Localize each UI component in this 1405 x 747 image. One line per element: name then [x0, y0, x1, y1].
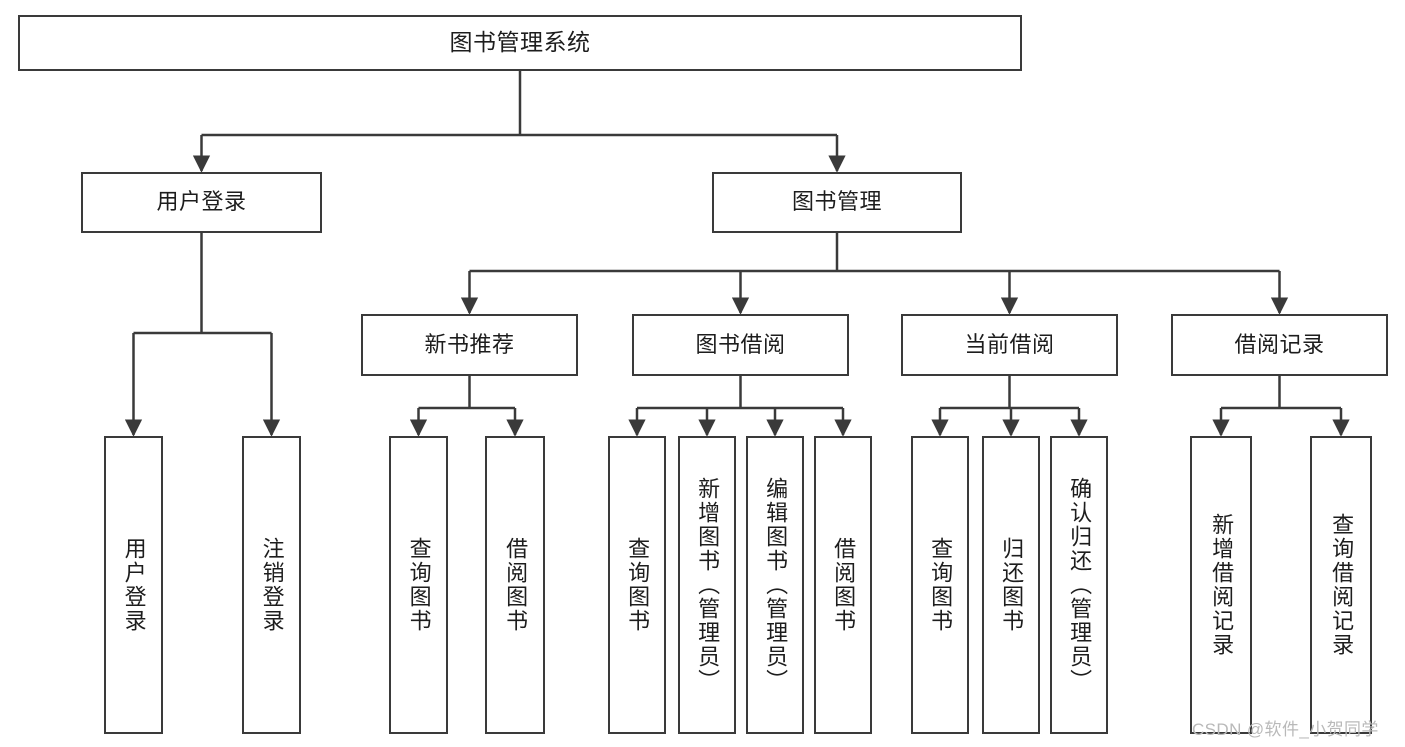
node-l1_0[interactable]: 用户登录	[81, 172, 322, 233]
node-l3_8[interactable]: 查询图书	[911, 436, 969, 734]
node-label: 归还图书	[999, 537, 1025, 633]
node-label: 用户登录	[121, 537, 147, 633]
node-label: 当前借阅	[964, 331, 1055, 357]
node-l3_11[interactable]: 新增借阅记录	[1190, 436, 1252, 734]
node-root[interactable]: 图书管理系统	[18, 15, 1022, 71]
node-label: 用户登录	[156, 189, 247, 215]
node-l3_10[interactable]: 确认归还（管理员）	[1050, 436, 1108, 734]
node-l2_1[interactable]: 图书借阅	[632, 314, 849, 376]
node-l3_9[interactable]: 归还图书	[982, 436, 1040, 734]
node-label: 编辑图书（管理员）	[763, 477, 789, 693]
node-l3_12[interactable]: 查询借阅记录	[1310, 436, 1372, 734]
node-l2_0[interactable]: 新书推荐	[361, 314, 578, 376]
node-label: 图书借阅	[695, 331, 786, 357]
node-label: 图书管理系统	[449, 29, 591, 56]
node-l3_7[interactable]: 借阅图书	[814, 436, 872, 734]
csdn-watermark: CSDN @软件_小贺同学	[1192, 720, 1379, 739]
node-label: 查询图书	[625, 537, 651, 633]
node-label: 借阅记录	[1234, 331, 1325, 357]
node-label: 新增图书（管理员）	[695, 477, 721, 693]
node-l3_6[interactable]: 编辑图书（管理员）	[746, 436, 804, 734]
node-label: 查询图书	[406, 537, 432, 633]
node-label: 图书管理	[791, 189, 882, 215]
node-l2_2[interactable]: 当前借阅	[901, 314, 1118, 376]
node-l3_1[interactable]: 注销登录	[242, 436, 301, 734]
node-label: 确认归还（管理员）	[1067, 477, 1093, 693]
node-l3_0[interactable]: 用户登录	[104, 436, 163, 734]
node-label: 新书推荐	[424, 331, 515, 357]
node-label: 借阅图书	[831, 537, 857, 633]
node-l3_5[interactable]: 新增图书（管理员）	[678, 436, 736, 734]
node-l3_2[interactable]: 查询图书	[389, 436, 448, 734]
node-label: 借阅图书	[503, 537, 529, 633]
node-l1_1[interactable]: 图书管理	[712, 172, 962, 233]
node-label: 新增借阅记录	[1209, 513, 1235, 657]
node-l2_3[interactable]: 借阅记录	[1171, 314, 1388, 376]
node-l3_4[interactable]: 查询图书	[608, 436, 666, 734]
node-l3_3[interactable]: 借阅图书	[485, 436, 545, 734]
node-label: 注销登录	[259, 537, 285, 633]
node-label: 查询图书	[928, 537, 954, 633]
node-label: 查询借阅记录	[1329, 513, 1355, 657]
